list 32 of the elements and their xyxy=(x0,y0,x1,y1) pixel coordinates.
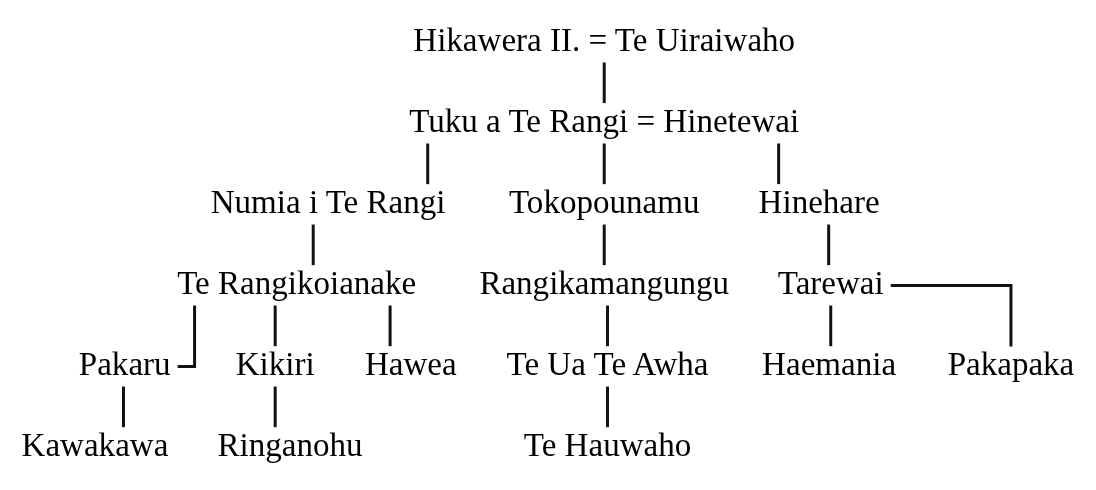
node-text: Tarewai xyxy=(777,264,884,301)
node-text: Te Ua Te Awha xyxy=(506,345,709,382)
node-text: Pakaru xyxy=(78,345,171,382)
node-text: Te Rangikoianake xyxy=(177,264,417,301)
node-text: Hikawera II. = Te Uiraiwaho xyxy=(413,21,796,58)
connector xyxy=(273,386,277,428)
connector xyxy=(311,224,315,266)
connector xyxy=(426,143,430,185)
connector xyxy=(777,143,781,185)
connector xyxy=(273,305,277,347)
node-text: Tokopounamu xyxy=(508,183,700,220)
connector xyxy=(606,305,609,347)
node-text: Hawea xyxy=(364,345,457,382)
node-text: Kawakawa xyxy=(21,426,169,463)
connector xyxy=(602,143,606,185)
node-text: Pakapaka xyxy=(947,345,1075,382)
node-text: Numia i Te Rangi xyxy=(210,183,446,220)
connector xyxy=(606,386,609,428)
node-text: Rangikamangungu xyxy=(479,264,730,301)
node-text: Haemania xyxy=(762,345,897,382)
node-text: Te Hauwaho xyxy=(523,426,692,463)
connector xyxy=(829,305,833,347)
connector xyxy=(122,386,125,428)
node-text: Tuku a Te Rangi = Hinetewai xyxy=(409,102,800,139)
connector xyxy=(890,284,1013,347)
connector xyxy=(602,62,606,104)
connector xyxy=(602,224,606,266)
connector xyxy=(388,305,392,347)
node-text: Hinehare xyxy=(758,183,880,220)
connector xyxy=(827,224,831,266)
node-text: Ringanohu xyxy=(217,426,363,463)
node-text: Kikiri xyxy=(235,345,315,382)
